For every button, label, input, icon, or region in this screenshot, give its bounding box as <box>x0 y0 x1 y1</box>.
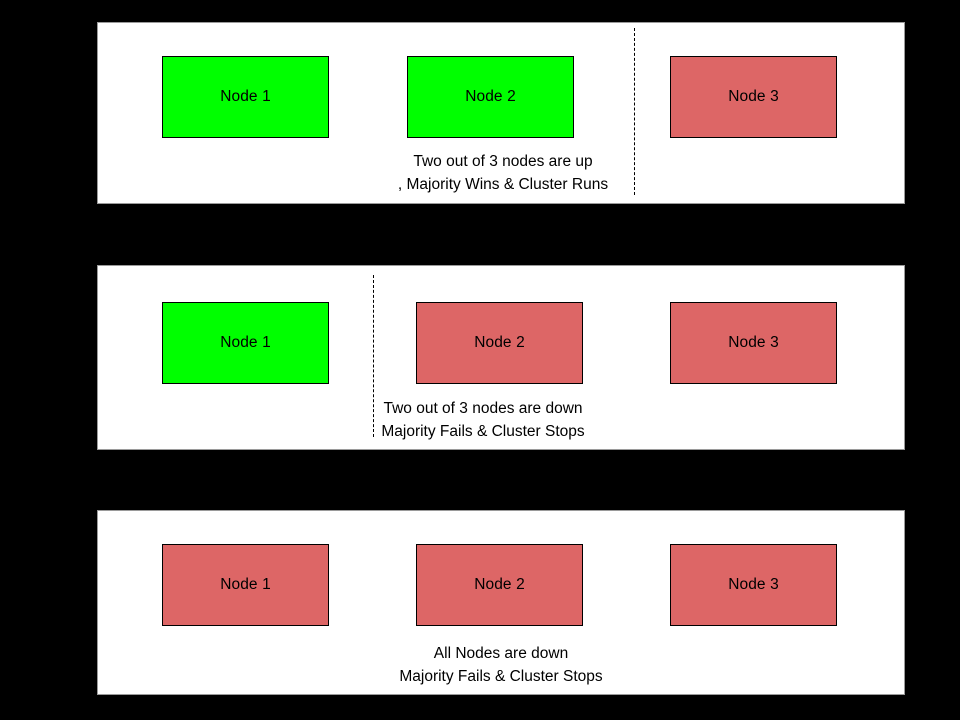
caption-line-2: , Majority Wins & Cluster Runs <box>397 176 609 193</box>
scenario-panel-1: Node 1 Node 2 Node 3 Two out of 3 nodes … <box>97 22 905 204</box>
node-box-2-2[interactable]: Node 2 <box>416 302 583 384</box>
scenario-caption-1: Two out of 3 nodes are up , Majority Win… <box>238 150 768 196</box>
node-box-1-2[interactable]: Node 2 <box>407 56 574 138</box>
node-box-3-3[interactable]: Node 3 <box>670 544 837 626</box>
node-label: Node 1 <box>220 334 271 352</box>
scenario-caption-3: All Nodes are down Majority Fails & Clus… <box>236 642 766 688</box>
node-box-1-3[interactable]: Node 3 <box>670 56 837 138</box>
caption-line-1: All Nodes are down <box>433 645 569 662</box>
quorum-divider-1 <box>634 28 635 195</box>
node-box-3-2[interactable]: Node 2 <box>416 544 583 626</box>
node-box-2-1[interactable]: Node 1 <box>162 302 329 384</box>
quorum-divider-2 <box>373 275 374 437</box>
node-box-1-1[interactable]: Node 1 <box>162 56 329 138</box>
caption-line-1: Two out of 3 nodes are up <box>413 153 593 170</box>
node-box-3-1[interactable]: Node 1 <box>162 544 329 626</box>
node-label: Node 2 <box>474 334 525 352</box>
scenario-caption-2: Two out of 3 nodes are down Majority Fai… <box>218 397 748 443</box>
scenario-panel-3: Node 1 Node 2 Node 3 All Nodes are down … <box>97 510 905 695</box>
node-box-2-3[interactable]: Node 3 <box>670 302 837 384</box>
node-label: Node 3 <box>728 576 779 594</box>
caption-line-2: Majority Fails & Cluster Stops <box>399 668 603 685</box>
caption-line-1: Two out of 3 nodes are down <box>383 400 583 417</box>
node-label: Node 1 <box>220 576 271 594</box>
node-label: Node 3 <box>728 88 779 106</box>
caption-line-2: Majority Fails & Cluster Stops <box>381 423 585 440</box>
node-label: Node 2 <box>474 576 525 594</box>
scenario-panel-2: Node 1 Node 2 Node 3 Two out of 3 nodes … <box>97 265 905 450</box>
node-label: Node 3 <box>728 334 779 352</box>
node-label: Node 1 <box>220 88 271 106</box>
node-label: Node 2 <box>465 88 516 106</box>
